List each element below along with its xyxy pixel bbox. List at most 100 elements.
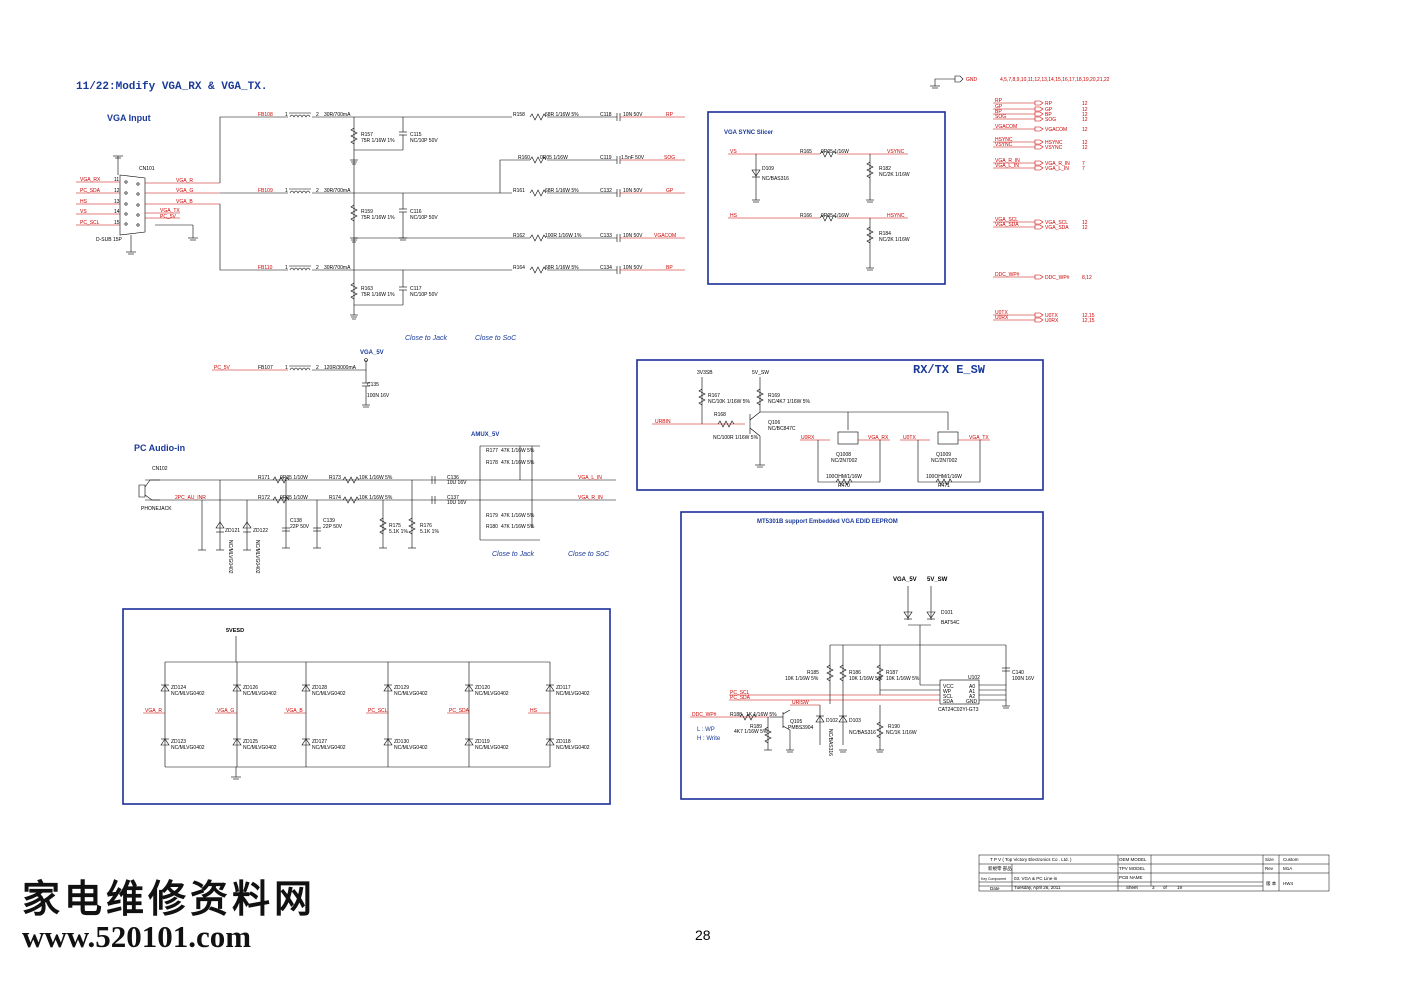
r157-symbol bbox=[350, 127, 358, 145]
svg-text:DDC_WP#: DDC_WP# bbox=[692, 712, 717, 718]
svg-text:68R 1/16W 5%: 68R 1/16W 5% bbox=[545, 188, 579, 194]
svg-text:R160: R160 bbox=[518, 155, 530, 161]
svg-text:R188: R188 bbox=[730, 712, 742, 718]
svg-text:SOG: SOG bbox=[995, 114, 1006, 120]
svg-text:VGA_B: VGA_B bbox=[286, 708, 303, 714]
svg-text:NC/BAS316: NC/BAS316 bbox=[849, 730, 876, 736]
svg-text:10U 16V: 10U 16V bbox=[447, 480, 467, 486]
svg-text:2: 2 bbox=[316, 188, 319, 194]
svg-text:ZD122: ZD122 bbox=[253, 528, 268, 534]
vgacom-row: R162 100R 1/16W 1% C133 10N 50V VGACOM bbox=[354, 233, 685, 242]
amux-5v-label: AMUX_5V bbox=[471, 432, 499, 438]
svg-text:NC/MLVG0402: NC/MLVG0402 bbox=[556, 745, 590, 751]
svg-text:Date: Date bbox=[990, 886, 1000, 891]
svg-text:HS: HS bbox=[530, 708, 538, 714]
close-to-jack-1: Close to Jack bbox=[405, 335, 448, 342]
svg-text:12: 12 bbox=[1082, 145, 1088, 151]
svg-text:R177: R177 bbox=[486, 448, 498, 454]
svg-text:30R/700mA: 30R/700mA bbox=[324, 112, 351, 118]
svg-text:RP: RP bbox=[666, 112, 674, 118]
svg-text:C137: C137 bbox=[447, 495, 459, 501]
svg-text:1.5nF 50V: 1.5nF 50V bbox=[621, 155, 645, 161]
esd-box bbox=[122, 608, 611, 805]
svg-text:NC/MLVG0402: NC/MLVG0402 bbox=[254, 540, 260, 574]
svg-text:12: 12 bbox=[1082, 117, 1088, 123]
svg-text:ZD117: ZD117 bbox=[556, 685, 571, 691]
svg-text:10K 1/16W 5%: 10K 1/16W 5% bbox=[886, 676, 920, 682]
svg-text:12: 12 bbox=[1082, 101, 1088, 107]
svg-text:3V3SB: 3V3SB bbox=[697, 370, 713, 376]
svg-text:PC_SCL: PC_SCL bbox=[80, 220, 100, 226]
svg-text:VGA_SDA: VGA_SDA bbox=[995, 222, 1019, 228]
svg-text:U0TX: U0TX bbox=[903, 435, 916, 441]
svg-text:Size: Size bbox=[1265, 857, 1274, 862]
svg-text:1: 1 bbox=[285, 112, 288, 118]
svg-text:DDC_WP#: DDC_WP# bbox=[995, 272, 1020, 278]
svg-text:NC/BC847C: NC/BC847C bbox=[768, 426, 796, 432]
svg-text:RP: RP bbox=[1045, 101, 1053, 107]
svg-text:47K 1/16W 5%: 47K 1/16W 5% bbox=[501, 448, 535, 454]
svg-text:PC_5V: PC_5V bbox=[214, 365, 231, 371]
svg-text:NC/MLVG0402: NC/MLVG0402 bbox=[171, 691, 205, 697]
svg-text:C119: C119 bbox=[600, 155, 612, 161]
svg-text:C134: C134 bbox=[600, 265, 612, 271]
svg-text:U0RX: U0RX bbox=[1045, 318, 1059, 324]
svg-text:T P V ( Top Victory Elect: T P V ( Top Victory Electronics Co . Ltd… bbox=[990, 857, 1072, 862]
svg-text:GND: GND bbox=[966, 77, 978, 83]
svg-text:5V_SW: 5V_SW bbox=[927, 577, 948, 583]
svg-text:GND: GND bbox=[966, 699, 978, 705]
svg-text:10N 50V: 10N 50V bbox=[623, 233, 643, 239]
modify-note: 11/22:Modify VGA_RX & VGA_TX. bbox=[76, 81, 267, 93]
svg-text:A2: A2 bbox=[969, 694, 975, 700]
pc-audio-circuit: CN102 PHONEJACK 2PC_AU_INR R171 0R05 1/1… bbox=[138, 445, 616, 574]
svg-text:VGA_R_IN: VGA_R_IN bbox=[995, 158, 1020, 164]
svg-text:Q1008: Q1008 bbox=[836, 452, 851, 458]
svg-text:NC/MLVG0402: NC/MLVG0402 bbox=[243, 691, 277, 697]
svg-text:R165: R165 bbox=[800, 149, 812, 155]
svg-text:VGA_5V: VGA_5V bbox=[893, 577, 917, 583]
svg-text:U102: U102 bbox=[968, 675, 980, 681]
svg-text:ZD123: ZD123 bbox=[171, 739, 186, 745]
svg-text:VSYNC: VSYNC bbox=[995, 142, 1013, 148]
svg-text:NC/1K 1/16W: NC/1K 1/16W bbox=[886, 730, 917, 736]
svg-text:C132: C132 bbox=[600, 188, 612, 194]
svg-text:C139: C139 bbox=[323, 518, 335, 524]
vga-input-nets: VGA_RX PC_SDA HS VS PC_SCL 11 12 13 14 1… bbox=[76, 177, 120, 226]
svg-text:R163: R163 bbox=[361, 286, 373, 292]
dsub-connector bbox=[113, 155, 146, 255]
svg-text:版 本: 版 本 bbox=[1266, 880, 1277, 887]
svg-text:NC/2N7002: NC/2N7002 bbox=[931, 458, 957, 464]
svg-text:47K 1/16W 5%: 47K 1/16W 5% bbox=[501, 460, 535, 466]
svg-text:R190: R190 bbox=[888, 724, 900, 730]
svg-text:C118: C118 bbox=[600, 112, 612, 118]
svg-text:ZD126: ZD126 bbox=[243, 685, 258, 691]
svg-text:12,15: 12,15 bbox=[1082, 313, 1095, 319]
svg-text:NC/10K 1/16W 5%: NC/10K 1/16W 5% bbox=[708, 399, 751, 405]
svg-text:ZD128: ZD128 bbox=[312, 685, 327, 691]
svg-text:PC_SDA: PC_SDA bbox=[449, 708, 470, 714]
svg-text:22P 50V: 22P 50V bbox=[323, 524, 343, 530]
svg-text:HS: HS bbox=[80, 199, 88, 205]
svg-text:A0: A0 bbox=[969, 684, 975, 690]
wp-low-note: L : WP bbox=[697, 727, 715, 733]
vga-output-nets: VGA_R VGA_G VGA_B VGA_TX PC_5V bbox=[145, 178, 220, 241]
svg-text:R166: R166 bbox=[800, 213, 812, 219]
svg-text:Q105: Q105 bbox=[790, 719, 802, 725]
rxtx-circuit: 3V3SB 5V_SW R167 NC/10K 1/16W 5% R169 NC… bbox=[652, 370, 990, 489]
svg-text:SOG: SOG bbox=[1045, 117, 1056, 123]
svg-text:SDA: SDA bbox=[943, 699, 954, 705]
svg-text:VGA_SCL: VGA_SCL bbox=[1045, 220, 1068, 226]
svg-text:VGA_R_IN: VGA_R_IN bbox=[1045, 161, 1070, 167]
svg-text:VGA_L_IN: VGA_L_IN bbox=[995, 163, 1019, 169]
svg-text:120R/3000mA: 120R/3000mA bbox=[324, 365, 357, 371]
svg-text:0R05 1/16W: 0R05 1/16W bbox=[540, 155, 568, 161]
svg-text:TPV MODEL: TPV MODEL bbox=[1119, 866, 1146, 871]
svg-text:ZD124: ZD124 bbox=[171, 685, 186, 691]
svg-text:HSYNC: HSYNC bbox=[995, 137, 1013, 143]
svg-text:D103: D103 bbox=[849, 718, 861, 724]
